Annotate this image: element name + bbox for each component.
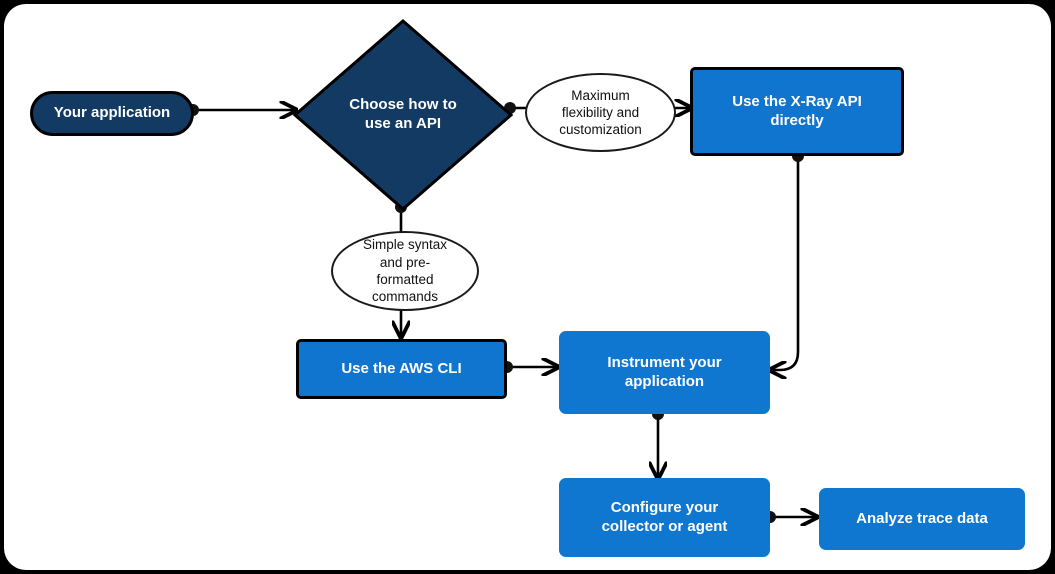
node-aws-cli[interactable]: Use the AWS CLI bbox=[296, 339, 507, 399]
node-instrument-app[interactable]: Instrument your application bbox=[559, 331, 770, 414]
diamond-shape bbox=[292, 19, 514, 211]
node-configure-collector-label: Configure your collector or agent bbox=[601, 499, 728, 535]
node-max-flexibility-label: Maximum flexibility and customization bbox=[559, 87, 642, 138]
edge-aws-cli-to-instrument-app bbox=[501, 361, 558, 373]
node-analyze-trace-data-label: Analyze trace data bbox=[856, 509, 988, 527]
node-xray-api-directly[interactable]: Use the X-Ray API directly bbox=[690, 67, 904, 156]
node-choose-api[interactable]: Choose how to use an API bbox=[292, 18, 514, 212]
node-xray-api-directly-label: Use the X-Ray API directly bbox=[732, 93, 862, 129]
node-configure-collector[interactable]: Configure your collector or agent bbox=[559, 478, 770, 557]
edge-configure-collector-to-analyze-trace-data bbox=[764, 511, 817, 523]
edge-instrument-app-to-configure-collector bbox=[652, 408, 664, 478]
edge-xray-api-to-instrument-app bbox=[770, 150, 804, 370]
node-analyze-trace-data[interactable]: Analyze trace data bbox=[819, 488, 1025, 550]
edge-your-application-to-choose-api bbox=[187, 104, 296, 116]
node-your-application[interactable]: Your application bbox=[30, 91, 194, 136]
node-max-flexibility[interactable]: Maximum flexibility and customization bbox=[525, 73, 676, 152]
node-simple-syntax-label: Simple syntax and pre- formatted command… bbox=[362, 237, 448, 305]
node-instrument-app-label: Instrument your application bbox=[607, 354, 722, 390]
node-your-application-label: Your application bbox=[53, 104, 171, 122]
node-choose-api-label: Choose how to use an API bbox=[349, 96, 457, 132]
diagram-sheet: Your application Choose how to use an AP… bbox=[4, 4, 1051, 570]
node-simple-syntax[interactable]: Simple syntax and pre- formatted command… bbox=[331, 231, 479, 311]
node-aws-cli-label: Use the AWS CLI bbox=[341, 359, 462, 377]
